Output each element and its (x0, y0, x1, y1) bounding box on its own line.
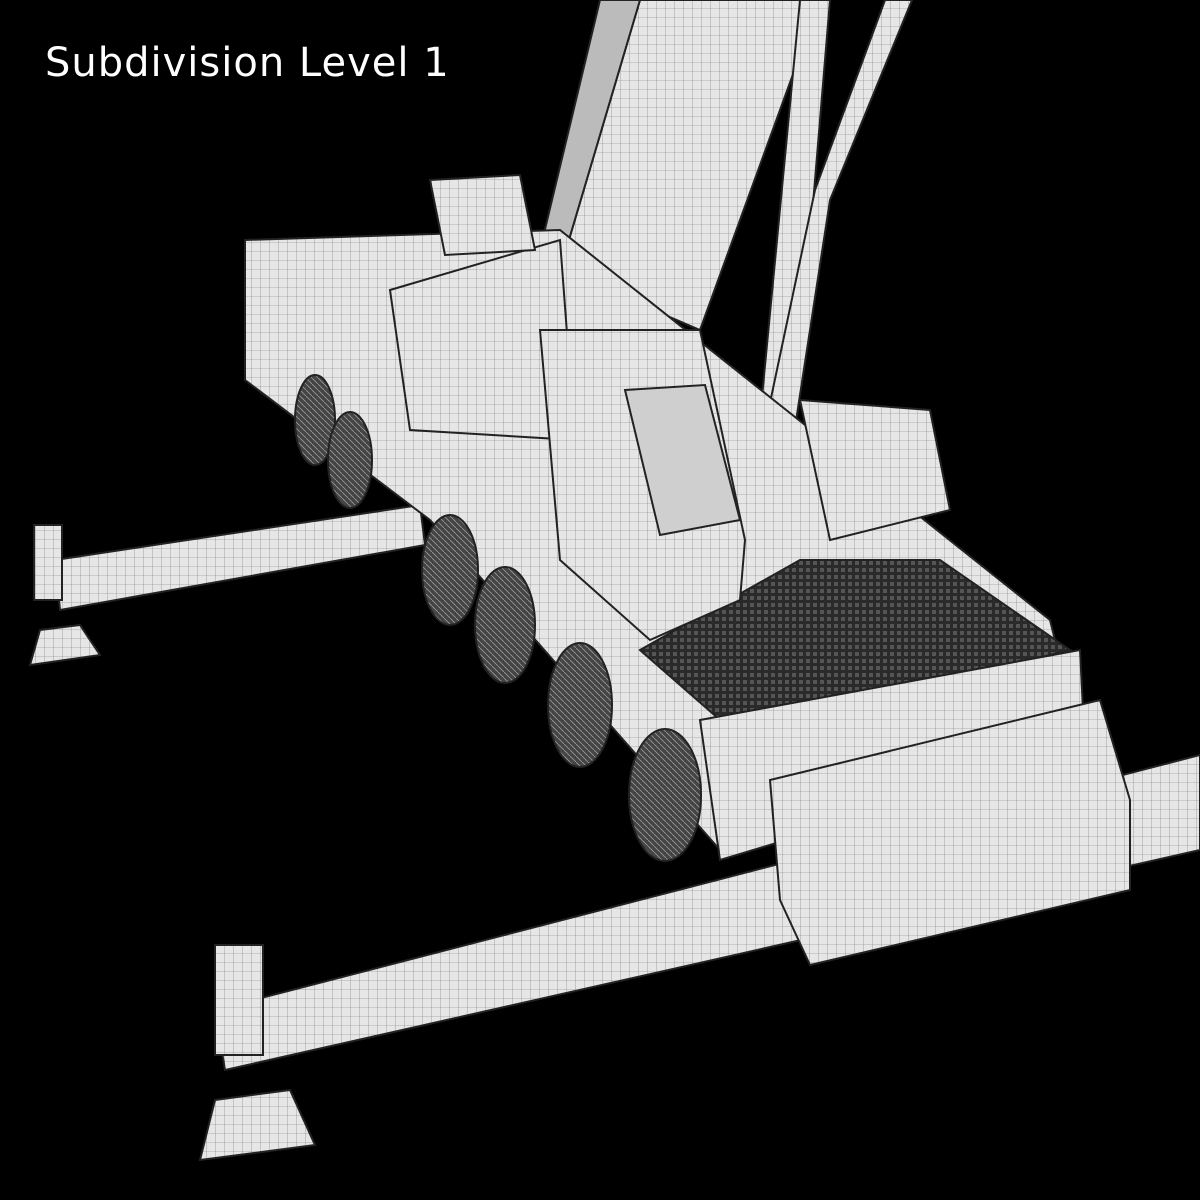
cab-window (623, 383, 742, 537)
wheel (294, 374, 336, 466)
outrigger-foot-front (198, 1088, 317, 1162)
wheel (628, 728, 702, 862)
wheel (547, 642, 613, 768)
wheel (474, 566, 536, 684)
counterweight (798, 398, 952, 542)
wheels (294, 374, 702, 862)
outrigger-rear-left (53, 503, 427, 612)
air-box (428, 173, 537, 257)
outrigger-jack-rear-left (33, 524, 63, 601)
subdivision-caption: Subdivision Level 1 (45, 40, 450, 86)
wheel (421, 514, 479, 626)
rear-hitch (768, 698, 1131, 967)
wheel (327, 411, 373, 509)
outrigger-jack-front (214, 944, 264, 1056)
outrigger-foot-rear-left (28, 623, 102, 667)
